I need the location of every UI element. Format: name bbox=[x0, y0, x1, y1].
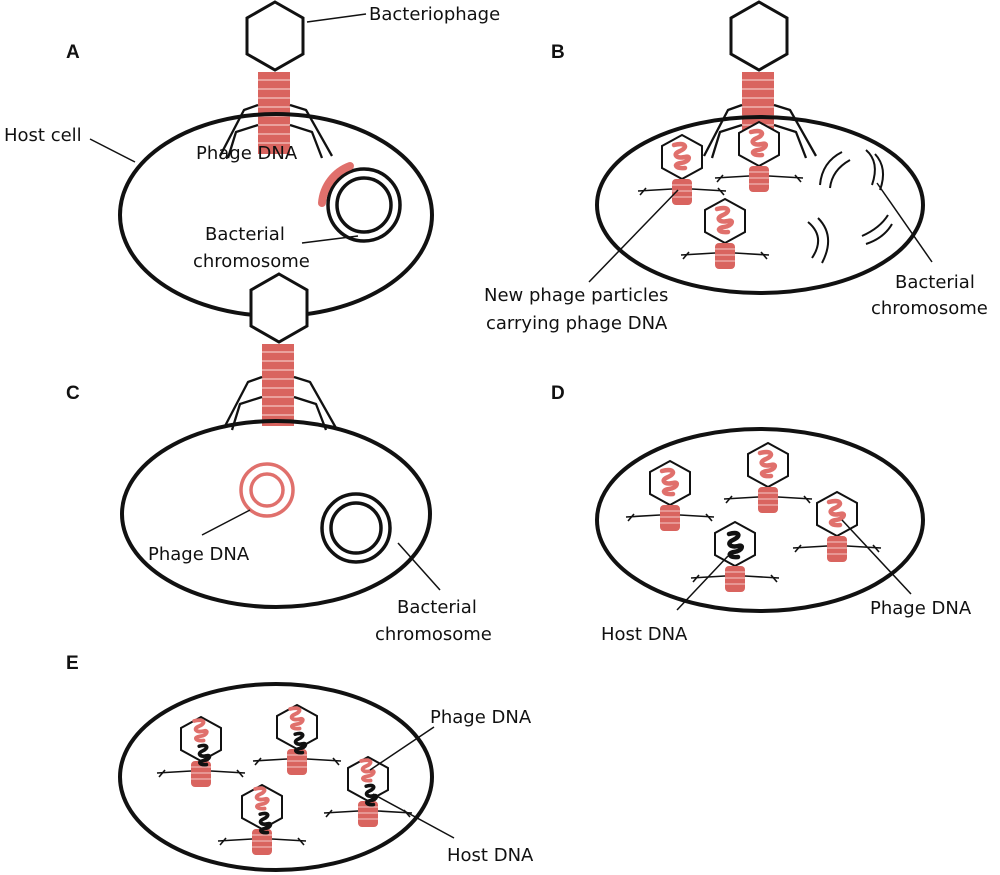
circular-dna-icon bbox=[318, 162, 402, 243]
bacteriophage-label: Bacteriophage bbox=[369, 4, 500, 25]
bacterial-chromosome-label-a-line1: Bacterial bbox=[205, 224, 285, 245]
phage-particle-icon bbox=[792, 491, 882, 563]
phage-particle-icon bbox=[625, 460, 715, 532]
fragmented-chromosome-icon bbox=[807, 149, 893, 264]
panel-letter-d: D bbox=[551, 383, 565, 404]
new-phage-particles-label-line1: New phage particles bbox=[484, 285, 668, 306]
panel-a: A Bacteriophage Host cell Phage DNA Bact… bbox=[4, 0, 500, 318]
panel-letter-e: E bbox=[66, 653, 79, 674]
phage-dna-circle-icon bbox=[239, 462, 295, 518]
phage-particle-icon bbox=[680, 198, 770, 270]
panel-b: B New phage particles carrying phage DNA… bbox=[484, 0, 988, 334]
host-dna-label-d: Host DNA bbox=[601, 624, 688, 645]
bacterial-chromosome-label-c-line2: chromosome bbox=[375, 624, 492, 645]
bacterial-chromosome-label-b-line2: chromosome bbox=[871, 298, 988, 319]
host-cell-icon bbox=[595, 427, 925, 613]
bacterial-chromosome-label-c-line1: Bacterial bbox=[397, 597, 477, 618]
transducing-particle-icon bbox=[217, 784, 307, 856]
phage-dna-label-d: Phage DNA bbox=[870, 598, 972, 619]
bacterial-chromosome-label-a-line2: chromosome bbox=[193, 251, 310, 272]
bacteriophage-icon bbox=[218, 0, 334, 160]
phage-particle-icon bbox=[723, 442, 813, 514]
panel-letter-c: C bbox=[66, 383, 80, 404]
host-dna-label-e: Host DNA bbox=[447, 845, 534, 866]
transducing-particle-icon bbox=[252, 704, 342, 776]
phage-dna-label-c: Phage DNA bbox=[148, 544, 250, 565]
panel-d: D Host DNA Phage DNA bbox=[551, 383, 972, 645]
host-cell-label: Host cell bbox=[4, 125, 82, 146]
new-phage-particles-label-line2: carrying phage DNA bbox=[486, 313, 668, 334]
panel-letter-a: A bbox=[66, 42, 80, 63]
phage-particle-icon bbox=[637, 134, 727, 206]
panel-e: E Phage DNA Host DNA bbox=[66, 653, 534, 872]
transducing-particle-icon bbox=[156, 716, 246, 788]
bacterial-chromosome-label-b-line1: Bacterial bbox=[895, 272, 975, 293]
host-cell-icon bbox=[120, 419, 432, 609]
panel-letter-b: B bbox=[551, 42, 565, 63]
transducing-particle-icon bbox=[323, 756, 413, 828]
bacteriophage-icon bbox=[222, 272, 338, 432]
phage-particle-icon bbox=[714, 121, 804, 193]
phage-dna-label-e: Phage DNA bbox=[430, 707, 532, 728]
panel-c: C Phage DNA Bacterial chromosome bbox=[66, 272, 492, 645]
host-cell-icon bbox=[118, 682, 434, 872]
circular-dna-icon bbox=[320, 492, 392, 564]
host-cell-icon bbox=[595, 115, 925, 295]
phage-dna-label-a: Phage DNA bbox=[196, 143, 298, 164]
